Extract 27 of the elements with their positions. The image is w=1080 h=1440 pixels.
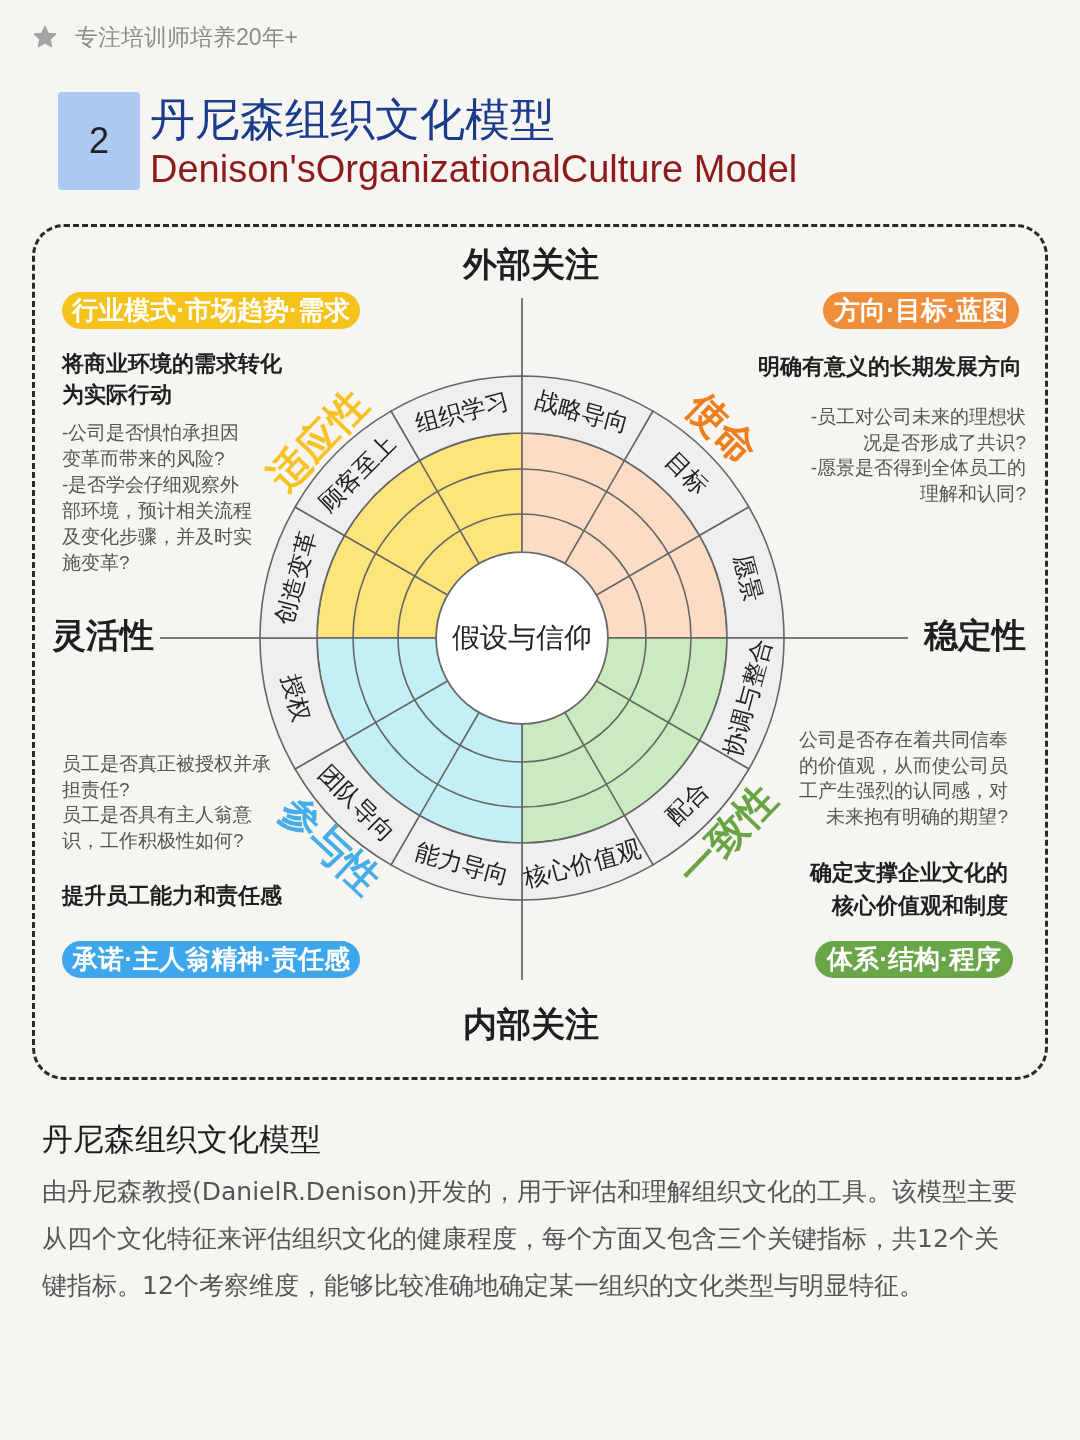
tag-pill: 体系·结构·程序 — [815, 941, 1013, 978]
question-text: 公司是否存在着共同信奉的价值观，从而使公司员工产生强烈的认同感，对未来抱有明确的期望? — [798, 728, 1008, 830]
quadrant-heading: 确定支撑企业文化的核心价值观和制度 — [808, 859, 1008, 920]
section-heading: 丹尼森组织文化模型 — [42, 1122, 321, 1158]
axis-label: 灵活性 — [52, 616, 154, 656]
description-paragraph: 由丹尼森教授(DanielR.Denison)开发的，用于评估和理解组织文化的工具。该模型主要从四个文化特征来评估组织文化的健康程度，每个方面又包含三个关键指标，共12个关键指标。12个考察维度，能够比较准确地确定某一组织的文化类型与明显特征。 — [42, 1176, 1019, 1302]
question-text: -是否学会仔细观察外部环境，预计相关流程及变化步骤，并及时实施变革? — [62, 473, 253, 575]
quadrant-heading: 提升员工能力和责任感 — [62, 883, 282, 909]
quadrant-heading: 将商业环境的需求转化为实际行动 — [62, 350, 283, 409]
tag-pill: 行业模式·市场趋势·需求 — [62, 292, 360, 329]
title: 丹尼森组织文化模型 — [150, 95, 555, 145]
dashed-frame — [32, 224, 1048, 1080]
ring-segment: 核心价值观 — [521, 814, 654, 901]
axis-label: 稳定性 — [924, 616, 1026, 656]
subtitle: Denison'sOrganizationalCulture Model — [150, 148, 798, 192]
question-text: -员工对公司未来的理想状况是否形成了共识? — [809, 405, 1026, 455]
axis-label: 外部关注 — [463, 245, 599, 285]
axis-label: 内部关注 — [463, 1005, 599, 1045]
tag-pill: 方向·目标·蓝图 — [823, 292, 1019, 329]
question-text: -愿景是否得到全体员工的理解和认同? — [809, 456, 1026, 506]
quadrant-heading: 明确有意义的长期发展方向 — [758, 354, 1022, 380]
question-text: 员工是否具有主人翁意识，工作积极性如何? — [62, 803, 253, 853]
header-text: 专注培训师培养20年+ — [75, 23, 298, 51]
tag-pill: 承诺·主人翁精神·责任感 — [62, 941, 360, 978]
question-text: -公司是否惧怕承担因变革而带来的风险? — [62, 421, 241, 471]
ring-segment: 愿景 — [698, 506, 785, 639]
number-tile: 2 — [58, 92, 140, 190]
